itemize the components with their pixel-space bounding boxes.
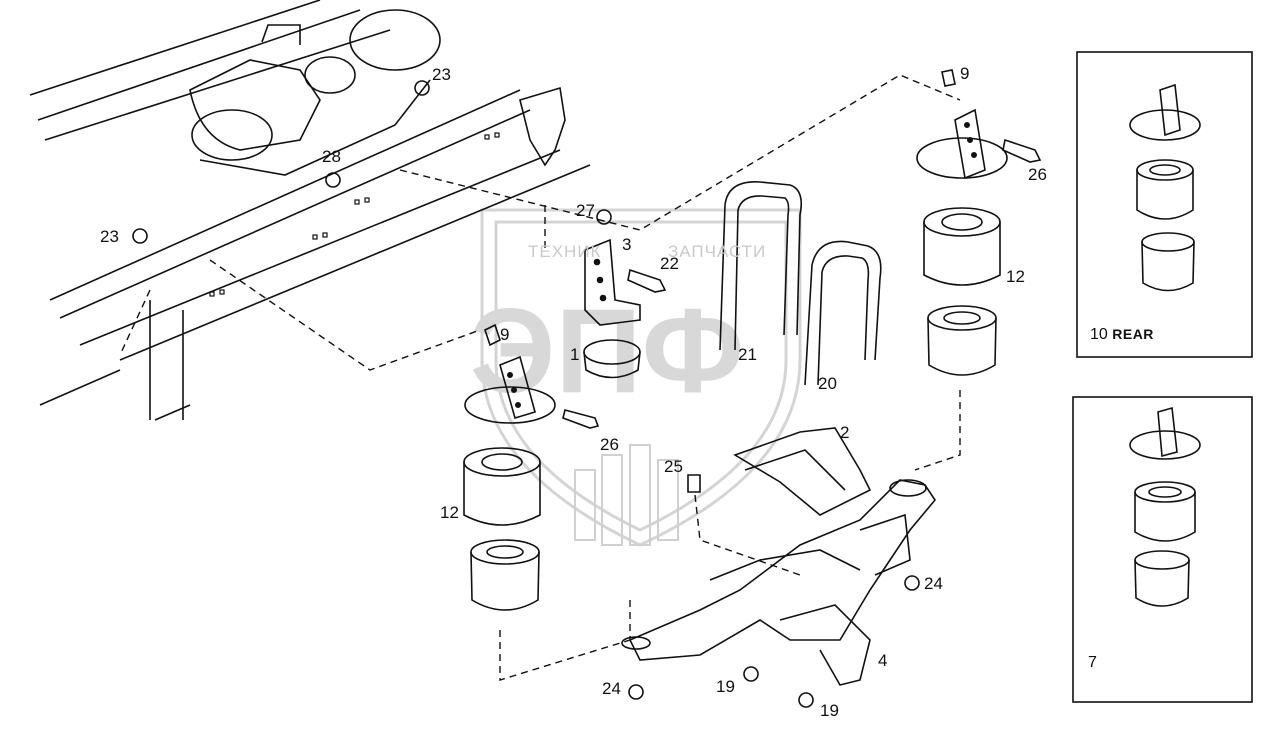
callout-23-left: 23	[100, 227, 119, 246]
callout-25: 25	[664, 457, 683, 476]
inset-rear-number: 10	[1090, 326, 1108, 343]
svg-text:ЭПФ: ЭПФ	[470, 284, 744, 418]
callout-24-right: 24	[924, 574, 943, 593]
callout-19-left: 19	[716, 677, 735, 696]
watermark-right-word: ЗАПЧАСТИ	[668, 242, 767, 261]
callout-1: 1	[570, 345, 580, 364]
callout-20: 20	[818, 374, 837, 393]
callout-24-bottom: 24	[602, 679, 621, 698]
callout-12-left: 12	[440, 503, 459, 522]
callout-22: 22	[660, 254, 679, 273]
inset-frame-front	[1072, 396, 1253, 703]
callout-26-right: 26	[1028, 165, 1047, 184]
callout-23-top: 23	[432, 65, 451, 84]
callout-9-right: 9	[960, 64, 970, 83]
callout-26-left: 26	[600, 435, 619, 454]
watermark-left-word: ТЕХНИК	[528, 242, 602, 261]
callout-12-right: 12	[1006, 267, 1025, 286]
callout-19-right: 19	[820, 701, 839, 720]
watermark-logo: ЭПФ	[470, 208, 802, 547]
callout-3: 3	[622, 235, 632, 254]
inset-rear-tag: REAR	[1112, 326, 1154, 342]
callout-27: 27	[576, 201, 595, 220]
line-art	[29, 0, 1253, 708]
callout-21: 21	[738, 345, 757, 364]
inset-label-front: 7	[1088, 654, 1097, 672]
callout-2: 2	[840, 423, 850, 442]
callout-4: 4	[878, 651, 888, 670]
inset-front-number: 7	[1088, 654, 1097, 671]
callout-28: 28	[322, 147, 341, 166]
callout-9-left: 9	[500, 325, 510, 344]
inset-label-rear: 10 REAR	[1090, 326, 1154, 344]
inset-frame-rear	[1076, 51, 1253, 358]
